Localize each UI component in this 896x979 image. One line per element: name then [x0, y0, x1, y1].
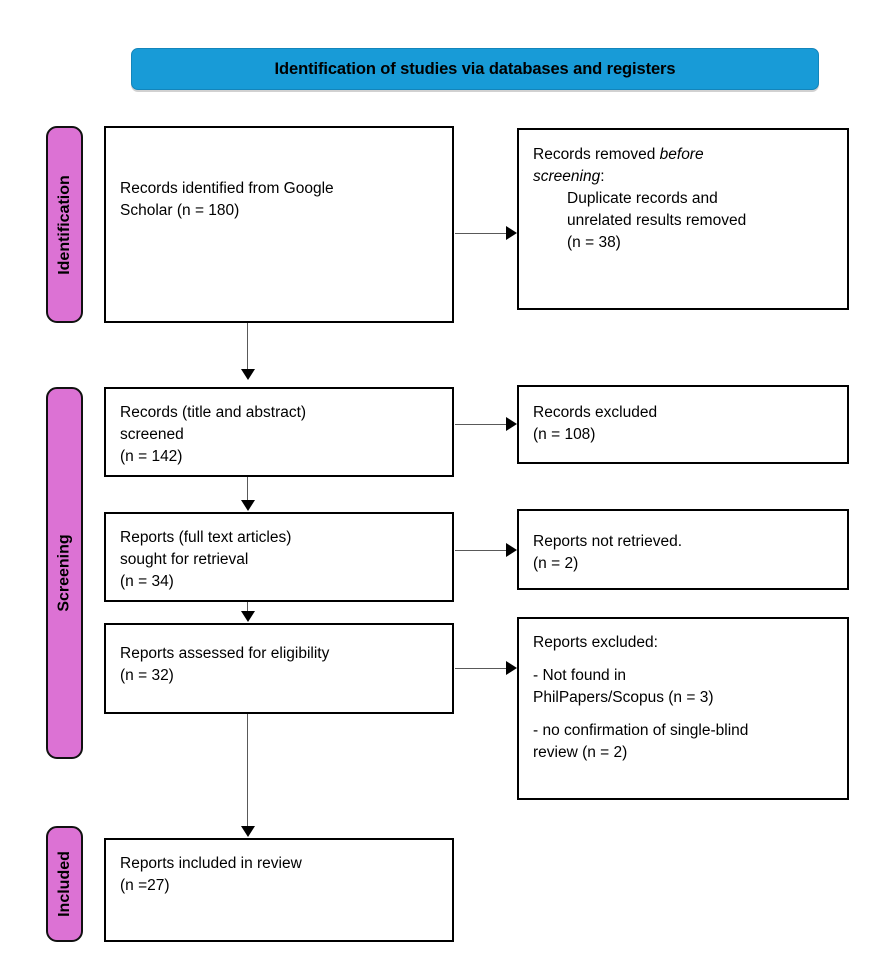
arrow-down-icon: [241, 500, 255, 511]
box-reports-included-text: Reports included in review (n =27): [120, 853, 444, 897]
arrow-down-icon: [241, 611, 255, 622]
reports-not-retrieved-line1: Reports not retrieved.: [533, 533, 683, 550]
connector-assessed-to-excluded: [455, 668, 507, 669]
reports-assessed-line2: (n = 32): [120, 667, 174, 684]
records-removed-indented2: unrelated results removed: [567, 212, 747, 229]
records-identified-line2: Scholar (n = 180): [120, 202, 240, 219]
header-banner-title: Identification of studies via databases …: [274, 59, 676, 78]
reports-excluded-reason1-line1: - Not found in: [533, 667, 627, 684]
reports-included-line2: (n =27): [120, 877, 170, 894]
spacer: [533, 709, 839, 720]
records-removed-line2-italic: screening: [533, 168, 601, 185]
box-records-excluded: Records excluded (n = 108): [517, 385, 849, 464]
box-reports-sought-text: Reports (full text articles) sought for …: [120, 527, 444, 593]
stage-label-identification-text: Identification: [55, 174, 73, 275]
stage-label-included: Included: [46, 826, 83, 942]
records-screened-line2: screened: [120, 426, 184, 443]
records-removed-line1-italic: before: [659, 146, 704, 163]
box-reports-excluded: Reports excluded: - Not found in PhilPape…: [517, 617, 849, 800]
box-reports-excluded-text: Reports excluded: - Not found in PhilPape…: [533, 632, 839, 764]
records-excluded-line2: (n = 108): [533, 426, 596, 443]
reports-sought-line3: (n = 34): [120, 573, 174, 590]
box-records-removed: Records removed before screening: Duplica…: [517, 128, 849, 310]
connector-screened-to-excluded: [455, 424, 507, 425]
stage-label-screening: Screening: [46, 387, 83, 759]
stage-label-included-text: Included: [55, 851, 73, 917]
arrow-down-icon: [241, 826, 255, 837]
arrow-right-icon: [506, 226, 517, 240]
reports-sought-line2: sought for retrieval: [120, 551, 249, 568]
box-reports-not-retrieved: Reports not retrieved. (n = 2): [517, 509, 849, 590]
reports-excluded-reason2-line2: review (n = 2): [533, 744, 628, 761]
box-records-screened-text: Records (title and abstract) screened (n…: [120, 402, 444, 468]
arrow-down-icon: [241, 369, 255, 380]
reports-excluded-heading: Reports excluded:: [533, 634, 658, 651]
reports-excluded-reason1-line2: PhilPapers/Scopus (n = 3): [533, 689, 714, 706]
records-screened-line3: (n = 142): [120, 448, 183, 465]
records-removed-line2-plain: :: [600, 168, 605, 185]
box-reports-included: Reports included in review (n =27): [104, 838, 454, 942]
reports-not-retrieved-line2: (n = 2): [533, 555, 579, 572]
reports-sought-line1: Reports (full text articles): [120, 529, 292, 546]
spacer: [533, 654, 839, 665]
connector-sought-to-assessed: [247, 602, 248, 614]
records-screened-line1: Records (title and abstract): [120, 404, 307, 421]
stage-label-identification: Identification: [46, 126, 83, 323]
reports-included-line1: Reports included in review: [120, 855, 302, 872]
header-banner: Identification of studies via databases …: [131, 48, 819, 90]
records-excluded-line1: Records excluded: [533, 404, 658, 421]
reports-assessed-line1: Reports assessed for eligibility: [120, 645, 330, 662]
box-records-screened: Records (title and abstract) screened (n…: [104, 387, 454, 477]
box-records-identified: Records identified from Google Scholar (…: [104, 126, 454, 323]
connector-screened-to-sought: [247, 477, 248, 503]
arrow-right-icon: [506, 417, 517, 431]
arrow-right-icon: [506, 543, 517, 557]
records-removed-line1-plain: Records removed: [533, 146, 660, 163]
records-identified-line1: Records identified from Google: [120, 180, 334, 197]
arrow-right-icon: [506, 661, 517, 675]
box-reports-assessed: Reports assessed for eligibility (n = 32…: [104, 623, 454, 714]
stage-label-screening-text: Screening: [55, 534, 73, 612]
box-records-excluded-text: Records excluded (n = 108): [533, 402, 839, 446]
box-reports-assessed-text: Reports assessed for eligibility (n = 32…: [120, 643, 444, 687]
box-reports-sought: Reports (full text articles) sought for …: [104, 512, 454, 602]
connector-assessed-to-included: [247, 714, 248, 829]
records-removed-indented3: (n = 38): [567, 234, 621, 251]
connector-identified-to-removed: [455, 233, 507, 234]
connector-sought-to-not-retrieved: [455, 550, 507, 551]
records-removed-indented1: Duplicate records and: [567, 190, 718, 207]
connector-identified-to-screened: [247, 323, 248, 371]
box-records-removed-text: Records removed before screening: Duplica…: [533, 144, 839, 254]
box-reports-not-retrieved-text: Reports not retrieved. (n = 2): [533, 531, 839, 575]
box-records-identified-text: Records identified from Google Scholar (…: [120, 178, 444, 222]
reports-excluded-reason2-line1: - no confirmation of single-blind: [533, 722, 749, 739]
